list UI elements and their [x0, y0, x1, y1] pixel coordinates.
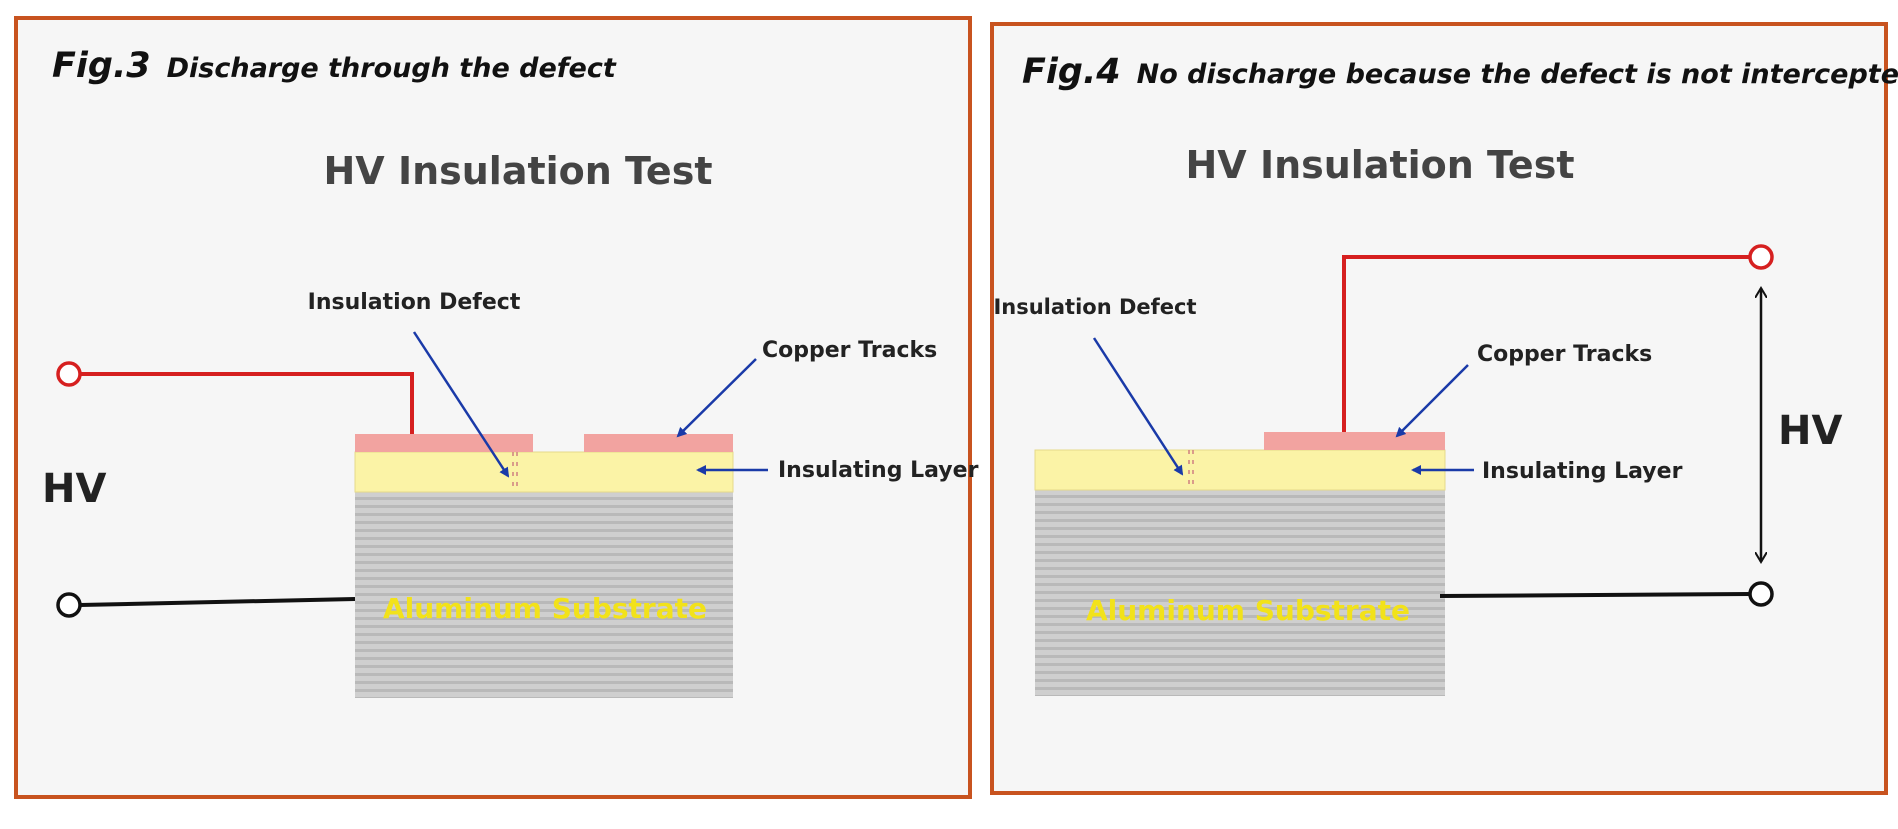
fig3-hv-wire — [78, 372, 414, 434]
fig3-hv-label: HV — [42, 466, 106, 512]
fig3-copper-track-right — [584, 434, 733, 452]
fig3-aluminum-substrate — [355, 492, 733, 698]
fig4-panel: Fig.4 No discharge because the defect is … — [990, 22, 1898, 795]
fig3-copper-track-left — [355, 434, 533, 452]
fig4-substrate-label: Aluminum Substrate — [1086, 594, 1410, 627]
fig3-hv-terminal — [56, 361, 82, 387]
fig3-panel: Fig.3 Discharge through the defect HV Ins… — [14, 16, 979, 799]
fig3-caption: Fig.3 Discharge through the defect — [52, 46, 616, 86]
fig4-diagram: HV Insulation Test Aluminum Substrate HV… — [993, 143, 1842, 696]
fig4-caption: Fig.4 No discharge because the defect is … — [1022, 52, 1898, 92]
fig3-defect-label: Insulation Defect — [308, 290, 521, 315]
fig4-aluminum-substrate — [1035, 490, 1445, 696]
fig4-copper-label: Copper Tracks — [1477, 342, 1652, 367]
fig3-insulating-label: Insulating Layer — [778, 458, 979, 483]
fig4-caption-text: No discharge because the defect is not i… — [1136, 59, 1898, 90]
fig4-defect-arrow — [1092, 337, 1184, 476]
fig4-copper-arrow — [1395, 364, 1469, 438]
fig4-copper-track — [1264, 432, 1445, 450]
fig4-hv-terminal — [1748, 244, 1774, 270]
fig4-defect-label: Insulation Defect — [993, 295, 1196, 319]
fig3-copper-arrow — [676, 358, 757, 438]
fig4-number: Fig.4 — [1022, 52, 1121, 92]
fig3-ground-wire — [79, 597, 356, 607]
fig3-insulating-layer — [354, 451, 734, 493]
fig4-title: HV Insulation Test — [1186, 143, 1575, 187]
fig3-ground-terminal — [56, 592, 82, 618]
fig3-defect-arrow — [412, 331, 510, 478]
fig4-hv-wire — [1342, 255, 1750, 432]
fig3-substrate-label: Aluminum Substrate — [383, 592, 707, 625]
fig3-insulation-defect-mark — [512, 452, 518, 492]
fig3-diagram: HV Insulation Test Aluminum Substrate HV… — [42, 149, 979, 698]
fig3-caption-text: Discharge through the defect — [166, 53, 616, 84]
fig4-ground-terminal — [1748, 581, 1774, 607]
fig3-number: Fig.3 — [52, 46, 151, 86]
fig4-insulating-label: Insulating Layer — [1482, 459, 1683, 484]
fig3-copper-label: Copper Tracks — [762, 338, 937, 363]
fig4-hv-label: HV — [1778, 408, 1842, 454]
fig4-insulation-defect-mark — [1188, 450, 1194, 490]
fig4-ground-wire — [1439, 592, 1751, 598]
fig4-insulating-layer — [1034, 449, 1446, 491]
fig3-title: HV Insulation Test — [324, 149, 713, 193]
